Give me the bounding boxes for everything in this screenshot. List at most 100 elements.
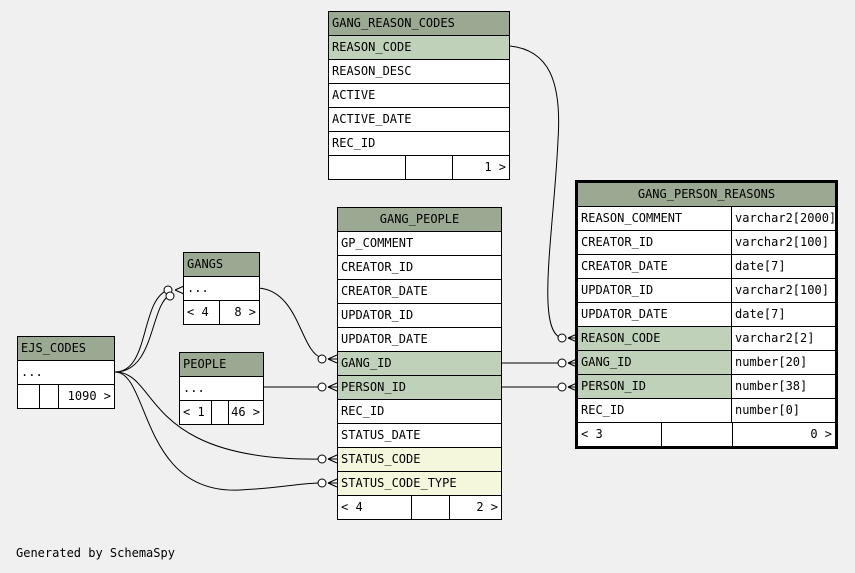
column-name: STATUS_DATE	[341, 428, 421, 442]
column-row[interactable]: ...	[184, 277, 259, 301]
column-row[interactable]: GP_COMMENT	[338, 232, 501, 256]
table-footer: < 3 0 >	[578, 423, 835, 446]
table-title[interactable]: EJS_CODES	[18, 337, 114, 361]
table-footer: < 4 8 >	[184, 301, 259, 324]
table-ejs-codes[interactable]: EJS_CODES ... 1090 >	[17, 336, 115, 409]
parent-count[interactable]: < 1	[183, 405, 205, 419]
parent-count[interactable]: < 4	[187, 305, 209, 319]
child-count[interactable]: 1 >	[452, 156, 509, 179]
table-footer: 1 >	[329, 156, 509, 179]
column-name: REASON_CODE	[332, 40, 412, 54]
column-name: STATUS_CODE	[341, 452, 421, 466]
column-row[interactable]: ACTIVE_DATE	[329, 108, 509, 132]
column-name: PERSON_ID	[578, 375, 731, 398]
column-row[interactable]: REASON_DESC	[329, 60, 509, 84]
column-count	[39, 385, 58, 408]
column-row[interactable]: ACTIVE	[329, 84, 509, 108]
column-name: REASON_COMMENT	[581, 211, 683, 225]
column-type: number[0]	[731, 399, 835, 422]
relation-ejs-gangs-1	[114, 289, 169, 373]
generated-by-note: Generated by SchemaSpy	[16, 546, 175, 560]
column-name: CREATOR_DATE	[581, 259, 668, 273]
column-row[interactable]: UPDATOR_DATE date[7]	[578, 303, 835, 327]
column-row[interactable]: CREATOR_DATE	[338, 280, 501, 304]
column-name: REASON_CODE	[578, 327, 731, 350]
column-name: ACTIVE_DATE	[332, 112, 412, 126]
table-gangs[interactable]: GANGS ... < 4 8 >	[183, 252, 260, 325]
column-name: UPDATOR_ID	[341, 308, 414, 322]
column-row[interactable]: REASON_COMMENT varchar2[2000]	[578, 207, 835, 231]
child-count[interactable]: 2 >	[449, 496, 501, 519]
column-count	[211, 401, 228, 424]
column-row[interactable]: PERSON_ID	[338, 376, 501, 400]
column-name: PERSON_ID	[341, 380, 407, 394]
column-type: number[38]	[731, 375, 835, 398]
column-name: ACTIVE	[332, 88, 376, 102]
column-row[interactable]: ...	[180, 377, 263, 401]
column-row[interactable]: GANG_ID	[338, 352, 501, 376]
column-row[interactable]: REASON_CODE	[329, 36, 509, 60]
column-type: number[20]	[731, 351, 835, 374]
relation-ejs-status-code	[114, 371, 323, 460]
column-name: UPDATOR_DATE	[581, 307, 668, 321]
table-title[interactable]: GANG_PERSON_REASONS	[578, 183, 835, 207]
column-count	[405, 156, 452, 179]
column-name: CREATOR_ID	[581, 235, 654, 249]
relation-ejs-gangs-2	[114, 294, 171, 373]
column-row[interactable]: ...	[18, 361, 114, 385]
child-count[interactable]: 46 >	[228, 401, 263, 424]
column-name: REC_ID	[341, 404, 385, 418]
column-type: varchar2[2000]	[731, 207, 835, 230]
column-count	[411, 496, 449, 519]
table-gang-reason-codes[interactable]: GANG_REASON_CODES REASON_CODE REASON_DES…	[328, 11, 510, 180]
column-name: UPDATOR_DATE	[341, 332, 428, 346]
column-row[interactable]: UPDATOR_ID	[338, 304, 501, 328]
column-row[interactable]: REC_ID	[329, 132, 509, 156]
table-title[interactable]: GANGS	[184, 253, 259, 277]
table-title[interactable]: PEOPLE	[180, 353, 263, 377]
column-name: ...	[21, 365, 43, 379]
column-name: GANG_ID	[578, 351, 731, 374]
column-row[interactable]: STATUS_DATE	[338, 424, 501, 448]
parent-count[interactable]	[329, 156, 405, 179]
parent-count[interactable]: < 4	[341, 500, 363, 514]
table-footer: < 1 46 >	[180, 401, 263, 424]
child-count[interactable]: 0 >	[732, 423, 835, 446]
column-count	[661, 423, 732, 446]
column-name: REC_ID	[332, 136, 376, 150]
relation-ejs-status-type	[114, 371, 323, 491]
parent-count[interactable]: < 3	[581, 427, 603, 441]
child-count[interactable]: 1090 >	[58, 385, 114, 408]
column-name: CREATOR_ID	[341, 260, 414, 274]
column-name: ...	[183, 381, 205, 395]
table-title[interactable]: GANG_PEOPLE	[338, 208, 501, 232]
column-type: varchar2[2]	[731, 327, 835, 350]
table-title[interactable]: GANG_REASON_CODES	[329, 12, 509, 36]
column-row[interactable]: STATUS_CODE	[338, 448, 501, 472]
column-row[interactable]: UPDATOR_DATE	[338, 328, 501, 352]
column-row[interactable]: STATUS_CODE_TYPE	[338, 472, 501, 496]
column-type: varchar2[100]	[731, 279, 835, 302]
relation-reason-code	[509, 45, 563, 339]
column-row[interactable]: CREATOR_ID	[338, 256, 501, 280]
column-name: GANG_ID	[341, 356, 392, 370]
column-row[interactable]: REC_ID	[338, 400, 501, 424]
table-footer: < 4 2 >	[338, 496, 501, 519]
column-name: ...	[187, 281, 209, 295]
column-name: REC_ID	[581, 403, 625, 417]
parent-count[interactable]	[18, 385, 39, 408]
table-gang-people[interactable]: GANG_PEOPLE GP_COMMENT CREATOR_ID CREATO…	[337, 207, 502, 520]
column-type: date[7]	[731, 303, 835, 326]
column-name: REASON_DESC	[332, 64, 412, 78]
table-people[interactable]: PEOPLE ... < 1 46 >	[179, 352, 264, 425]
child-count[interactable]: 8 >	[219, 301, 259, 324]
column-row[interactable]: REC_ID number[0]	[578, 399, 835, 423]
